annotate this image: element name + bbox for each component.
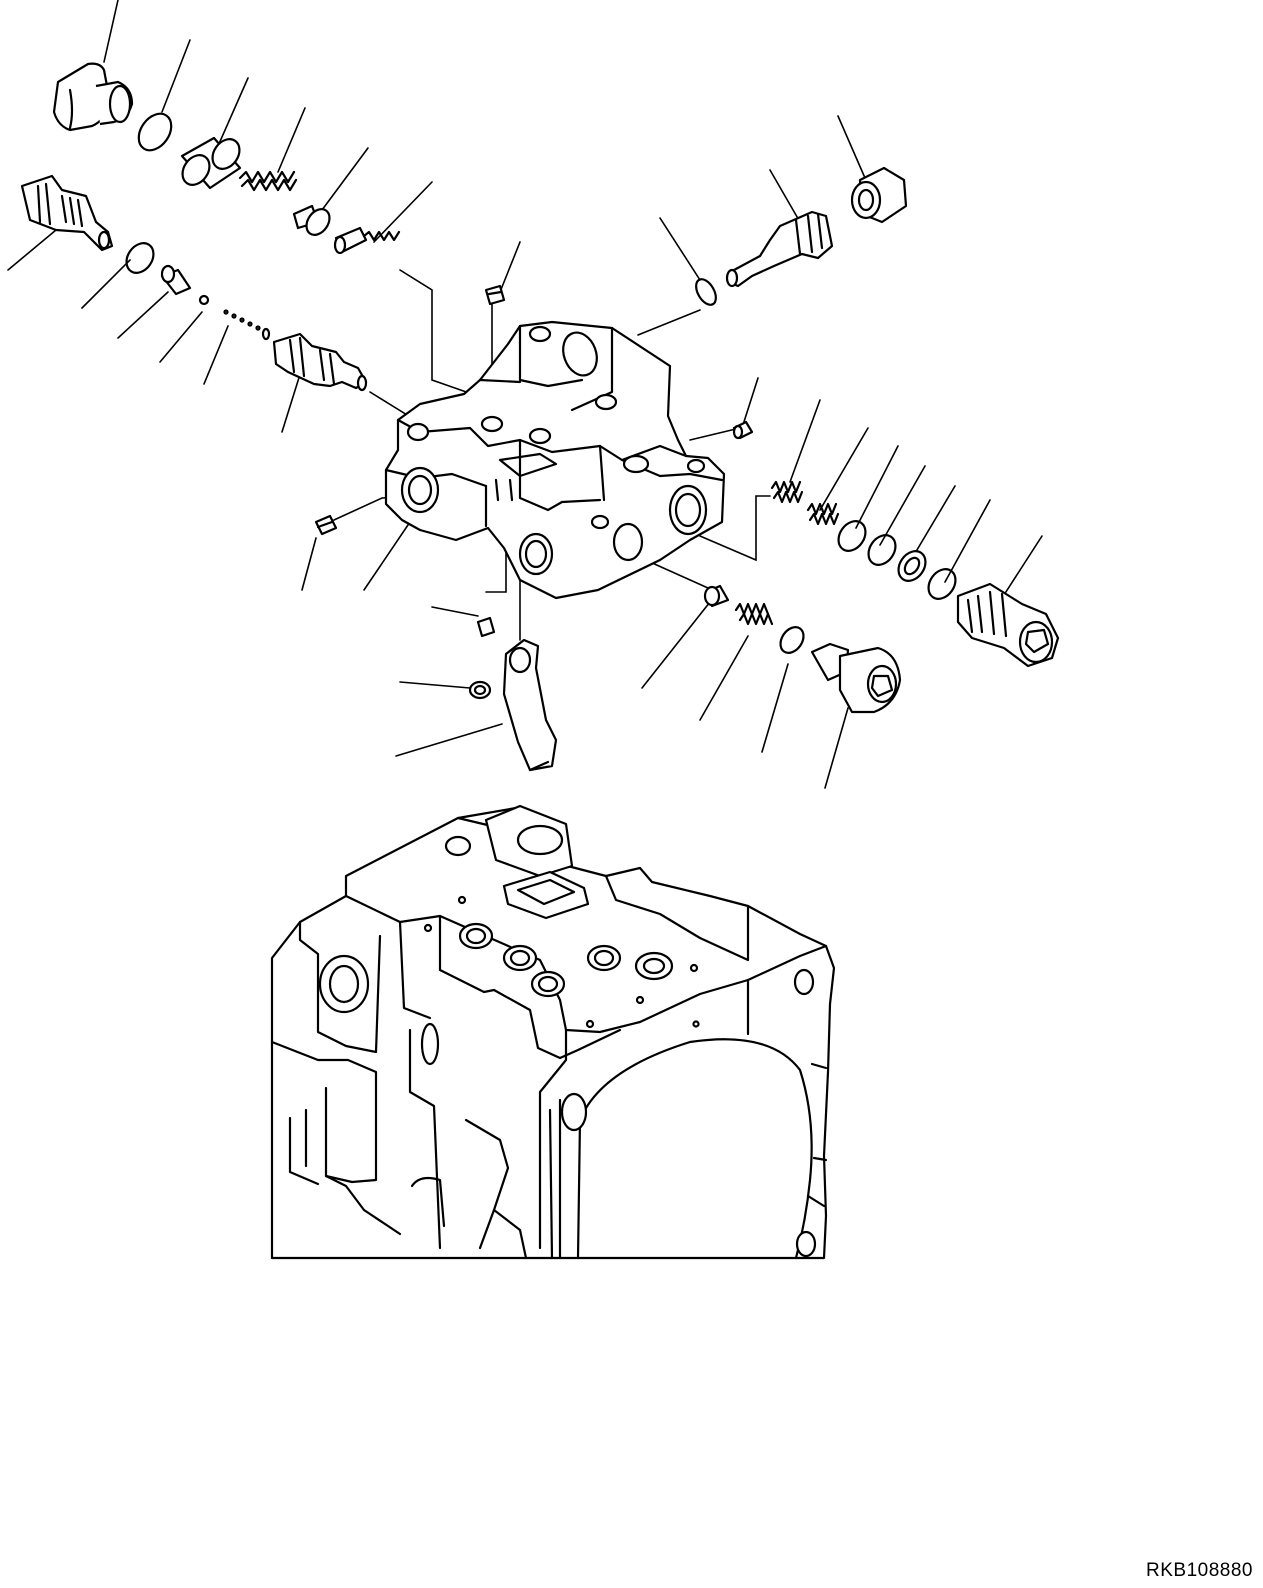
spring-5 <box>734 602 774 626</box>
valve-body <box>384 320 726 600</box>
valve-spool-left <box>20 174 114 252</box>
sleeve <box>180 136 242 190</box>
plug-top <box>484 284 506 306</box>
nut-upper <box>850 166 908 224</box>
o-ring-1 <box>137 112 173 152</box>
spring-1 <box>238 170 298 192</box>
plug-large <box>52 62 134 132</box>
plug-bottom <box>476 616 496 638</box>
lever <box>502 638 558 772</box>
plug-lower-right <box>810 642 902 714</box>
plug-left <box>314 514 338 536</box>
o-ring-7 <box>779 626 805 654</box>
o-ring-6 <box>927 568 957 600</box>
spring-4 <box>806 502 840 526</box>
washer <box>897 550 927 582</box>
pump-housing <box>270 804 836 1260</box>
ball <box>198 294 210 306</box>
collar <box>703 584 730 608</box>
valve-cartridge-right <box>956 582 1060 668</box>
plug-right <box>732 420 754 440</box>
pin-upper <box>333 226 401 255</box>
o-ring-2 <box>125 242 155 274</box>
spring-3 <box>770 480 804 504</box>
valve-cartridge-upper <box>725 210 834 288</box>
valve-spool-middle <box>272 332 368 392</box>
o-ring-3 <box>695 278 717 306</box>
o-ring-4 <box>837 520 867 552</box>
pivot-pin <box>468 680 492 700</box>
small-pin <box>160 264 192 296</box>
spring-2 <box>223 309 271 341</box>
o-ring-5 <box>867 534 897 566</box>
drawing-code: RKB108880 <box>1146 1560 1253 1581</box>
seat <box>292 204 331 236</box>
